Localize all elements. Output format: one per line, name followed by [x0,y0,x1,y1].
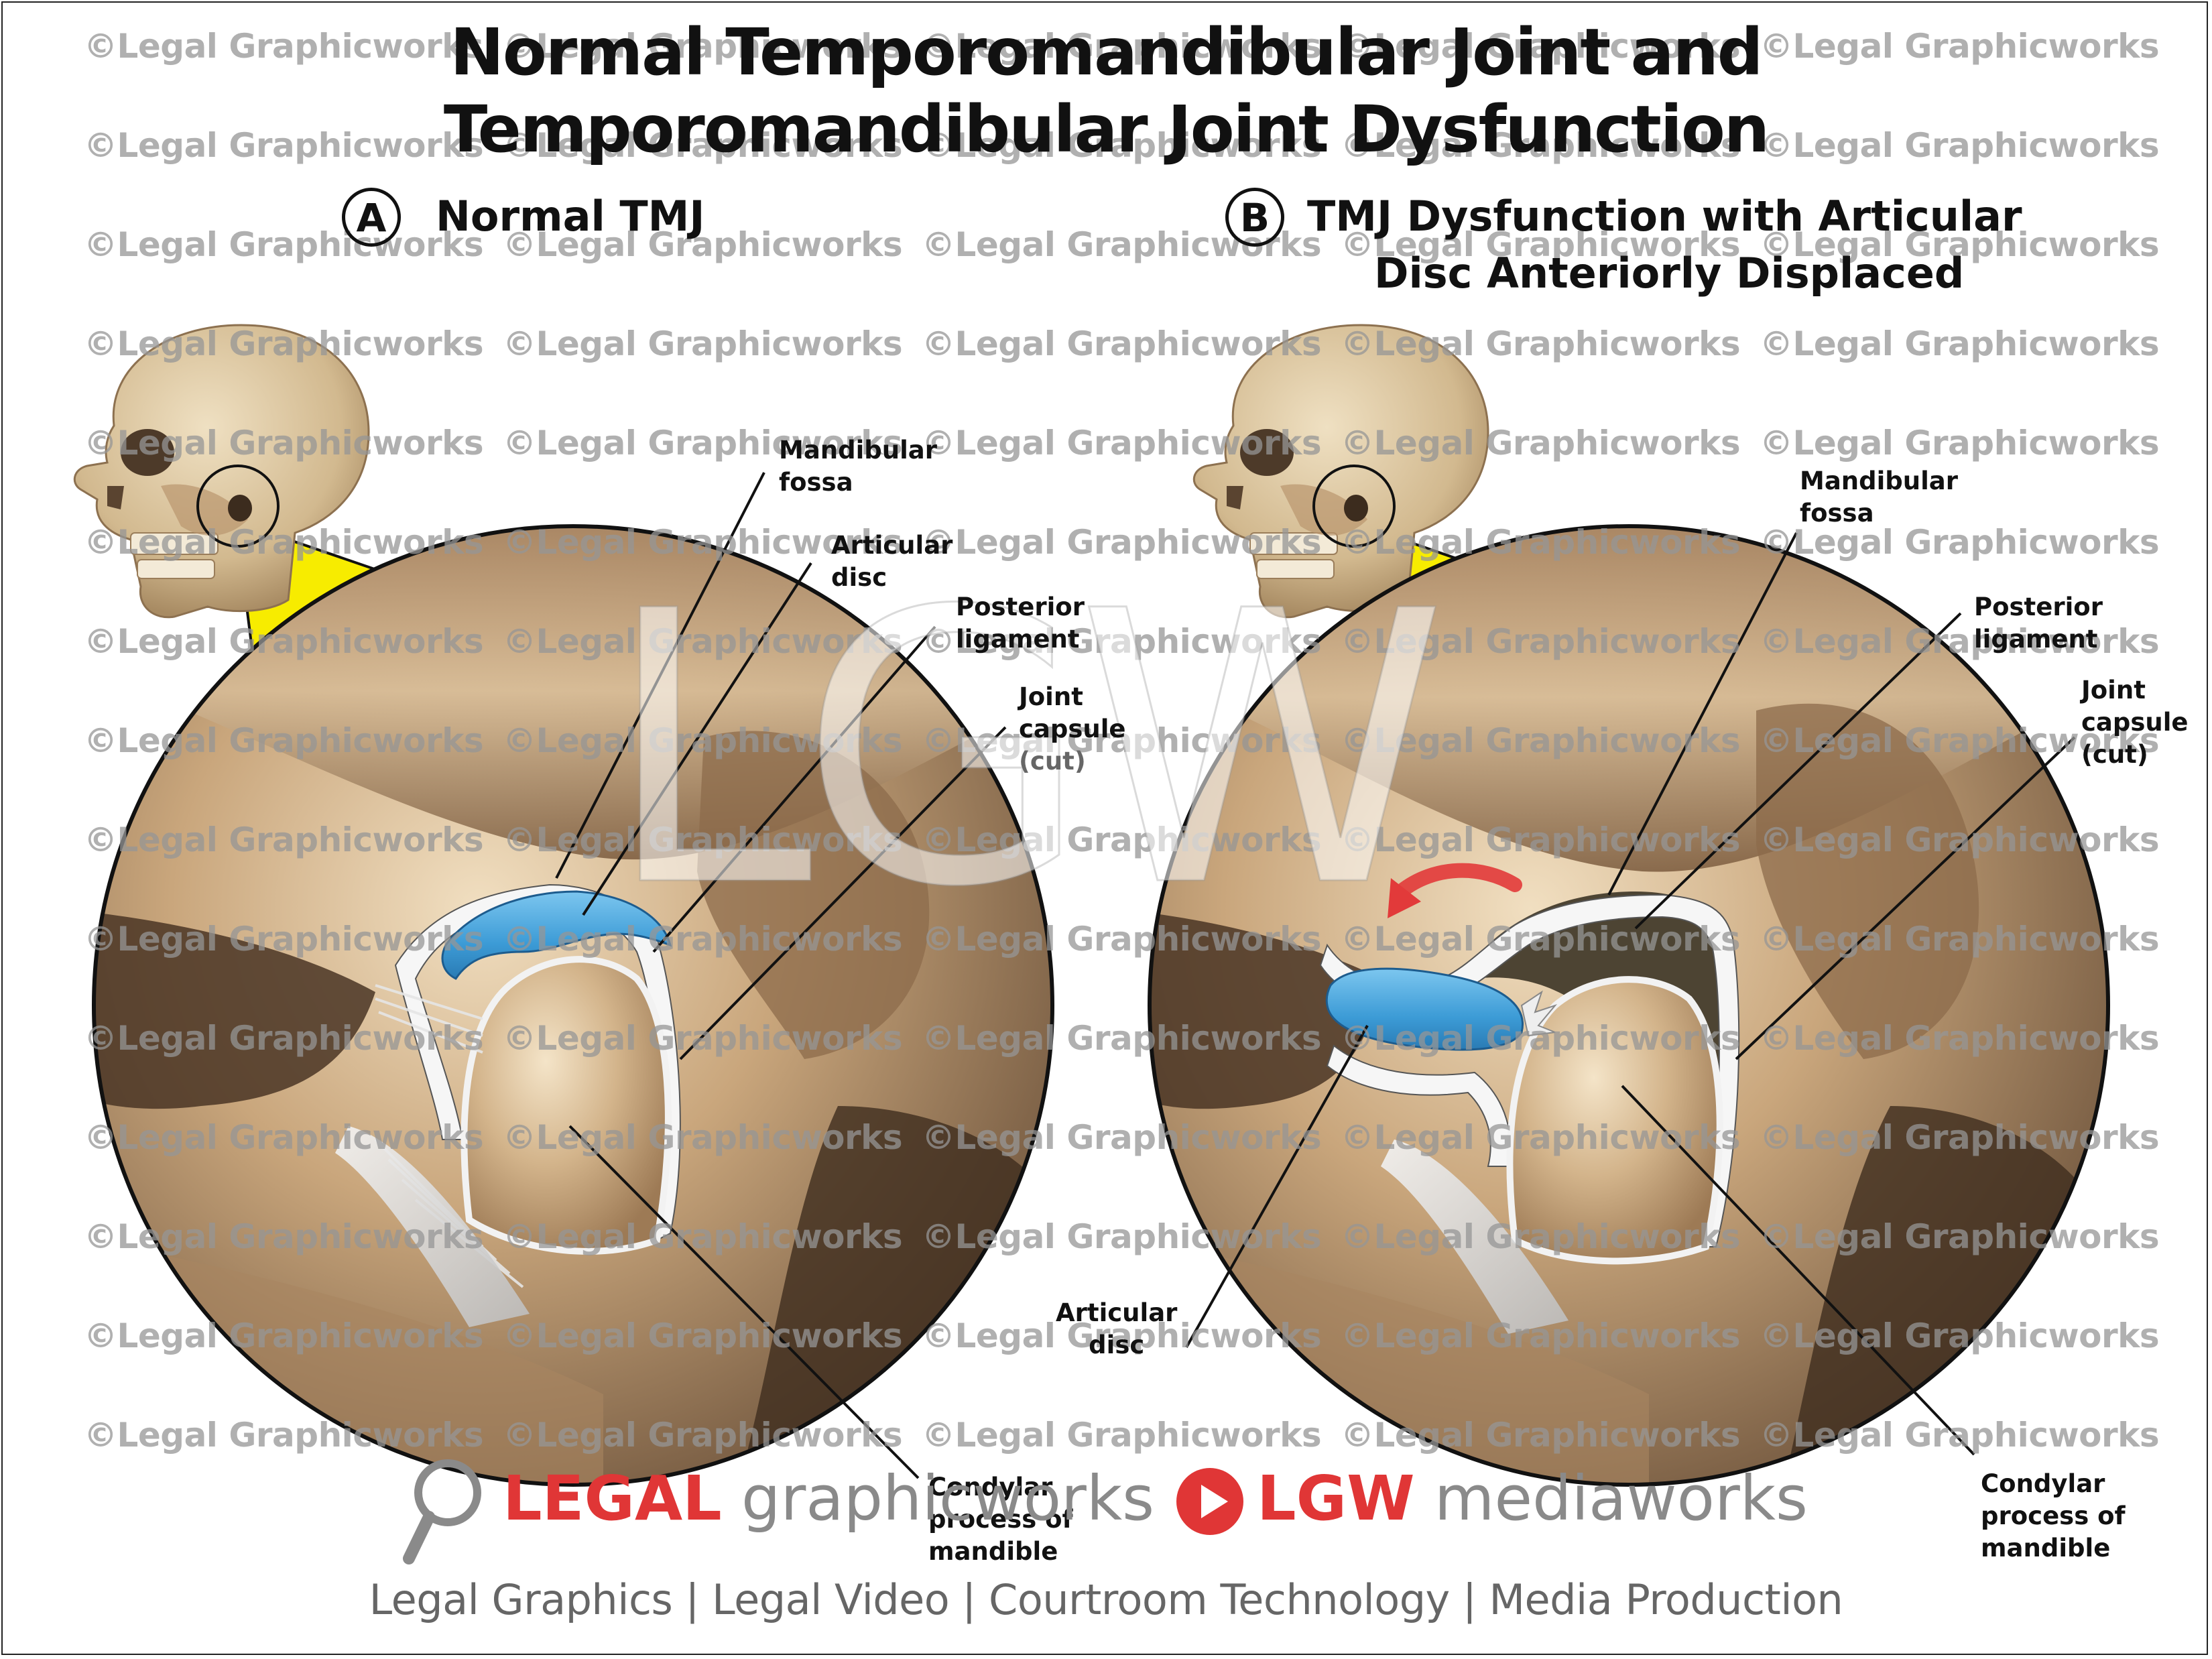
leader-a-articular-disc [582,562,812,916]
panel-a-heading: Normal TMJ [436,192,705,241]
joint-view-a [94,526,1052,1485]
leader-a-condylar-process [568,1125,920,1479]
magnifier-icon [403,1459,481,1564]
brand-lgw-mediaworks: LGW mediaworks [1257,1463,1808,1534]
lgw-watermark-logo: LGW [603,532,1449,969]
play-icon [1176,1468,1243,1535]
footer-brand: LEGAL graphicworks LGW mediaworks [402,1459,1877,1564]
brand-legal-graphicworks: LEGAL graphicworks [503,1463,1155,1534]
circle-frame-b [1148,524,2110,1487]
leader-lines-a [555,472,1007,1479]
page-title-line2: Temporomandibular Joint Dysfunction [443,92,1770,167]
leader-b-posterior-ligament [1634,612,1962,930]
footer-tagline: Legal Graphics | Legal Video | Courtroom… [369,1575,1843,1624]
panel-b-heading-line2: Disc Anteriorly Displaced [1374,249,1965,298]
leader-b-condylar-process [1621,1085,1975,1456]
leader-a-joint-capsule [679,726,1007,1060]
leader-a-mandibular-fossa [555,472,765,879]
panel-a-letter: A [342,188,401,247]
leader-b-mandibular-fossa [1607,532,1798,896]
leader-b-articular-disc [1185,1025,1369,1348]
leader-lines-b [1185,532,2076,1456]
panel-b-letter: B [1225,188,1284,247]
skull-a [73,324,370,619]
joint-view-b [1150,526,2108,1485]
circle-frame-a [92,524,1054,1487]
leader-a-posterior-ligament [652,625,936,953]
panel-b-heading-line1: TMJ Dysfunction with Articular [1307,192,2022,241]
leader-b-joint-capsule [1735,736,2076,1060]
page-title-line1: Normal Temporomandibular Joint and [450,15,1764,90]
